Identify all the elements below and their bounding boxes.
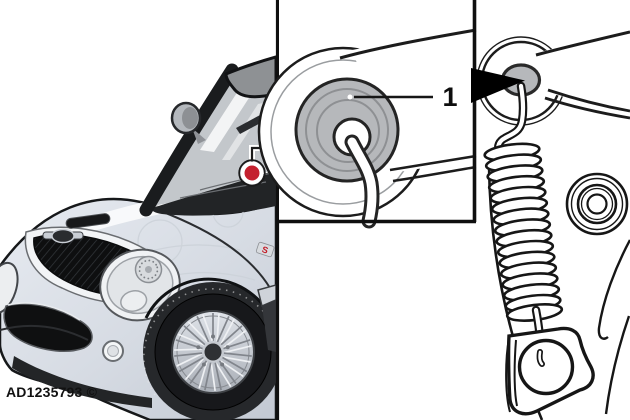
hood-scoop bbox=[65, 213, 111, 229]
callout-label-1: 1 bbox=[442, 82, 457, 112]
bumper-shadow bbox=[12, 356, 152, 408]
s-badge: S bbox=[255, 241, 275, 258]
panel-arc-right bbox=[597, 239, 630, 340]
arm-face bbox=[540, 30, 630, 112]
release-cable bbox=[344, 134, 380, 229]
bracket-hole bbox=[517, 338, 575, 396]
flange-edge-2 bbox=[544, 96, 630, 120]
bumper-crease bbox=[0, 324, 89, 341]
door-sill bbox=[257, 284, 276, 308]
panel-flange-edge-2 bbox=[392, 165, 477, 183]
grommet-ring-inner bbox=[316, 99, 380, 163]
grommet-ring-outer bbox=[305, 88, 389, 172]
idler-pulley bbox=[565, 172, 629, 236]
front-wheel bbox=[143, 277, 276, 420]
detail-panel bbox=[471, 30, 630, 420]
headlight bbox=[99, 248, 181, 322]
wiper-arm bbox=[236, 114, 266, 134]
spring-bracket bbox=[505, 326, 595, 416]
lower-grille-chrome bbox=[7, 302, 81, 321]
panel-arc-corner bbox=[604, 315, 630, 415]
grommet bbox=[294, 77, 400, 183]
black-pointer-arrow-icon bbox=[471, 68, 525, 103]
s-badge-label: S bbox=[261, 244, 270, 255]
inset-panel: 1 bbox=[257, 0, 477, 229]
door-mirror bbox=[170, 101, 206, 144]
mini-badge-icon bbox=[42, 228, 84, 244]
reference-code: AD1235793 © bbox=[6, 384, 98, 400]
headlight-far bbox=[0, 261, 19, 315]
marker-dot bbox=[240, 161, 264, 185]
fog-lamp bbox=[102, 340, 124, 362]
marker-ring bbox=[238, 159, 266, 187]
panel-arm-face bbox=[352, 26, 476, 172]
flange-edge-1 bbox=[547, 88, 630, 113]
panel-arm-top-edge bbox=[339, 28, 477, 60]
panel-flange-edge-1 bbox=[389, 154, 477, 172]
leader-endpoint bbox=[347, 94, 353, 100]
arm-top-edge bbox=[535, 30, 630, 57]
glass-reflection bbox=[200, 84, 258, 152]
sill-shadow bbox=[262, 300, 276, 352]
tension-spring bbox=[483, 81, 564, 357]
a-pillar bbox=[139, 63, 239, 217]
car-illustration: S bbox=[0, 55, 276, 420]
roof-edge bbox=[224, 55, 276, 99]
